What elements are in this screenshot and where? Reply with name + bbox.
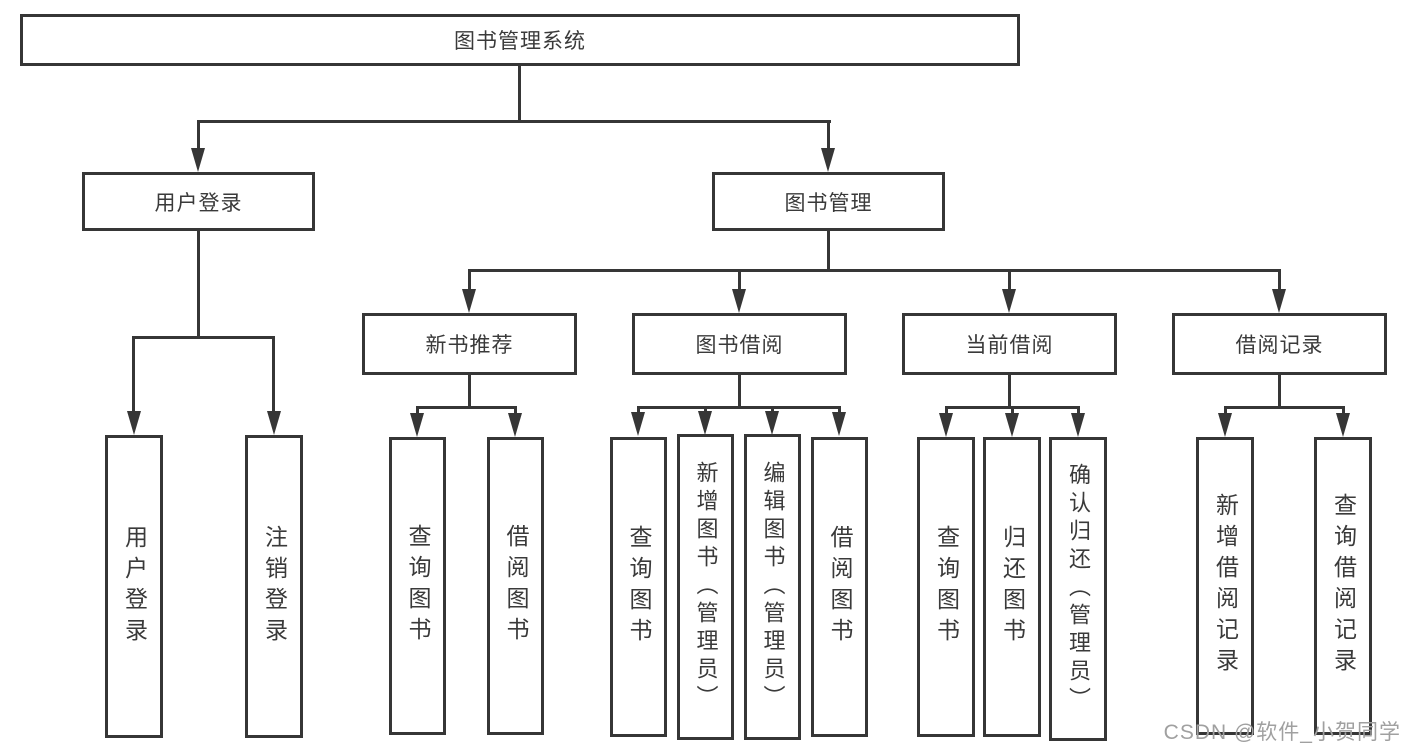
- connector-drop: [704, 406, 707, 415]
- node-label: 用户登录: [121, 524, 148, 649]
- leaf-add-books-admin: 新增图书（管理员）: [677, 434, 734, 740]
- connector-drop-user-login: [197, 120, 200, 150]
- connector-drop-current-borrowing: [1008, 269, 1011, 291]
- leaf-logout: 注销登录: [245, 435, 303, 738]
- connector-drop: [1011, 406, 1014, 415]
- arrow-down-icon: [508, 413, 522, 437]
- connector-book-borrowing-stem: [738, 375, 741, 408]
- connector-rail-borrowing-records: [1224, 406, 1345, 409]
- arrow-down-icon: [1336, 413, 1350, 437]
- arrow-down-icon: [821, 148, 835, 172]
- node-label: 查询借阅记录: [1330, 493, 1357, 679]
- connector-root-stem: [518, 66, 521, 122]
- arrow-down-icon: [765, 411, 779, 435]
- node-label: 图书借阅: [695, 334, 784, 357]
- connector-new-book-stem: [468, 375, 471, 408]
- arrow-down-icon: [462, 289, 476, 313]
- connector-drop: [838, 406, 841, 415]
- connector-borrowing-records-stem: [1278, 375, 1281, 408]
- leaf-return-books: 归还图书: [983, 437, 1041, 737]
- leaf-add-borrow-record: 新增借阅记录: [1196, 437, 1254, 735]
- arrow-down-icon: [191, 148, 205, 172]
- arrow-down-icon: [832, 412, 846, 436]
- leaf-confirm-return-admin: 确认归还（管理员）: [1049, 437, 1107, 741]
- connector-rail-level3: [468, 269, 1281, 272]
- connector-drop-leaf-user-login: [132, 336, 135, 414]
- connector-drop: [1077, 406, 1080, 415]
- node-label: 归还图书: [999, 525, 1026, 649]
- arrow-down-icon: [631, 412, 645, 436]
- arrow-down-icon: [698, 411, 712, 435]
- node-label: 图书管理系统: [454, 30, 586, 53]
- connector-drop-borrowing-records: [1278, 269, 1281, 291]
- watermark: CSDN @软件_小贺同学: [1163, 721, 1401, 744]
- node-user-login: 用户登录: [82, 172, 315, 231]
- connector-drop: [514, 406, 517, 415]
- node-current-borrowing: 当前借阅: [902, 313, 1117, 375]
- node-label: 确认归还（管理员）: [1066, 463, 1091, 715]
- arrow-down-icon: [939, 413, 953, 437]
- arrow-down-icon: [732, 289, 746, 313]
- node-library-management-system: 图书管理系统: [20, 14, 1020, 66]
- leaf-borrow-books-recommend: 借阅图书: [487, 437, 544, 735]
- connector-book-management-stem: [827, 231, 830, 271]
- node-label: 新书推荐: [425, 334, 514, 357]
- connector-drop-book-borrowing: [738, 269, 741, 291]
- connector-drop: [637, 406, 640, 415]
- connector-rail-book-borrowing: [637, 406, 841, 409]
- node-borrowing-records: 借阅记录: [1172, 313, 1387, 375]
- node-label: 图书管理: [784, 191, 873, 215]
- connector-rail-new-book: [416, 406, 517, 409]
- connector-user-login-stem: [197, 231, 200, 338]
- node-label: 借阅图书: [827, 525, 853, 649]
- arrow-down-icon: [1218, 413, 1232, 437]
- leaf-query-borrow-record: 查询借阅记录: [1314, 437, 1372, 735]
- leaf-query-books-borrow: 查询图书: [610, 437, 667, 737]
- node-new-book-recommendation: 新书推荐: [362, 313, 577, 375]
- connector-rail-user-login: [132, 336, 275, 339]
- arrow-down-icon: [1071, 413, 1085, 437]
- arrow-down-icon: [127, 411, 141, 435]
- connector-rail-level2: [197, 120, 831, 123]
- connector-drop: [1224, 406, 1227, 415]
- arrow-down-icon: [410, 413, 424, 437]
- node-label: 新增借阅记录: [1212, 493, 1239, 679]
- leaf-edit-books-admin: 编辑图书（管理员）: [744, 434, 801, 740]
- node-label: 当前借阅: [965, 334, 1054, 357]
- node-label: 查询图书: [626, 525, 652, 649]
- leaf-borrow-books: 借阅图书: [811, 437, 868, 737]
- connector-drop: [945, 406, 948, 415]
- node-label: 注销登录: [261, 524, 288, 649]
- connector-drop-book-management: [827, 120, 830, 150]
- leaf-query-books-recommend: 查询图书: [389, 437, 446, 735]
- arrow-down-icon: [1002, 289, 1016, 313]
- arrow-down-icon: [267, 411, 281, 435]
- node-label: 新增图书（管理员）: [693, 461, 719, 713]
- connector-drop-leaf-logout: [272, 336, 275, 414]
- node-book-borrowing: 图书借阅: [632, 313, 847, 375]
- connector-drop: [416, 406, 419, 415]
- node-label: 查询图书: [933, 525, 960, 649]
- connector-drop-new-book: [468, 269, 471, 291]
- leaf-user-login: 用户登录: [105, 435, 163, 738]
- node-label: 借阅图书: [503, 524, 529, 648]
- arrow-down-icon: [1005, 413, 1019, 437]
- node-book-management: 图书管理: [712, 172, 945, 231]
- connector-drop: [1342, 406, 1345, 415]
- connector-current-borrowing-stem: [1008, 375, 1011, 408]
- connector-drop: [771, 406, 774, 415]
- node-label: 用户登录: [154, 191, 243, 215]
- node-label: 编辑图书（管理员）: [760, 461, 786, 713]
- node-label: 查询图书: [405, 524, 431, 648]
- arrow-down-icon: [1272, 289, 1286, 313]
- node-label: 借阅记录: [1235, 334, 1324, 357]
- leaf-query-books-current: 查询图书: [917, 437, 975, 737]
